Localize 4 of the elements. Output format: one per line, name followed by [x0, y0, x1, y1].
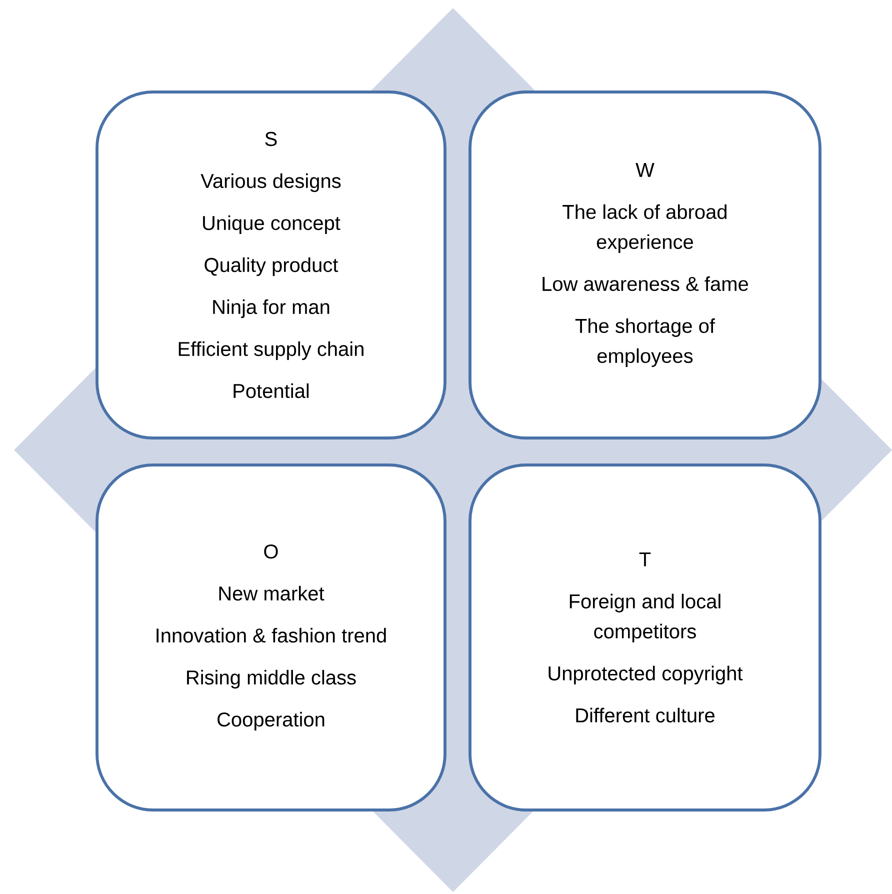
rounded-box: W The lack of abroad experience Low awareness & fame The shortage of employees — [468, 90, 822, 440]
rounded-box: S Various designs Unique concept Quality product Ninja for man Efficient supply chain Potential — [96, 90, 446, 440]
rounded-box: O New market Innovation & fashion trend Rising middle class Cooperation — [96, 464, 446, 812]
rounded-box: T Foreign and local competitors Unprotected copyright Different culture — [468, 464, 822, 812]
